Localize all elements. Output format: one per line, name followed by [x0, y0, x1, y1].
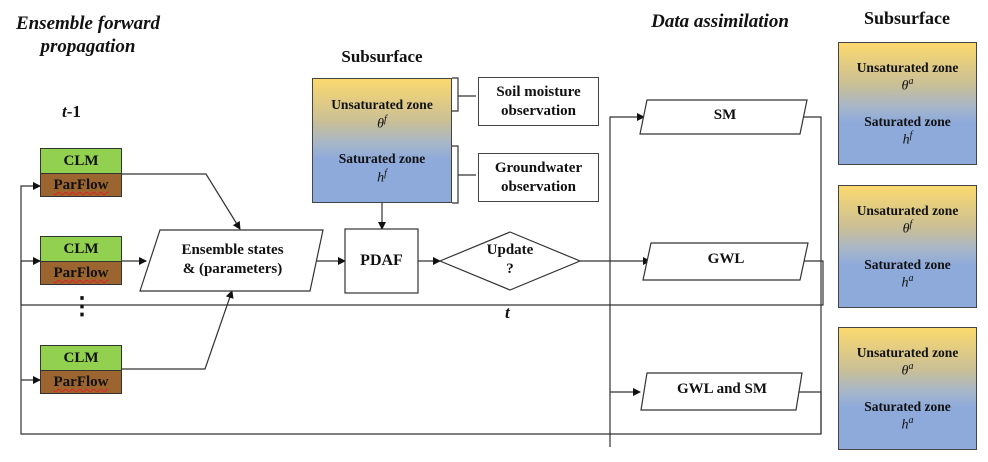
- ensemble-member-1: CLM ParFlow: [40, 148, 122, 197]
- saturated-zone-label: Saturated zone: [338, 151, 426, 166]
- observation-line1: Groundwater: [494, 160, 583, 176]
- ensemble-states-line2: & (parameters): [182, 261, 283, 277]
- time-label-current: t: [505, 303, 510, 322]
- gwl-shape: [642, 242, 809, 281]
- soil-moisture-observation-box: Soil moisture observation: [478, 77, 599, 126]
- saturated-zone-symbol: hf: [377, 168, 387, 186]
- clm-model: CLM: [41, 346, 121, 371]
- line-sm-output: [800, 116, 822, 434]
- line-gwl-output: [20, 257, 824, 306]
- line-gwl-sm-output: [20, 182, 822, 435]
- decision-line1: Update: [486, 242, 534, 258]
- heading-data-assimilation: Data assimilation: [651, 11, 789, 32]
- clm-model: CLM: [41, 149, 121, 174]
- time-label-previous: t-1: [62, 102, 81, 121]
- unsaturated-zone-label: Unsaturated zone: [331, 97, 433, 112]
- parflow-model: ParFlow: [41, 174, 121, 196]
- arrow-member3-to-states: [122, 290, 234, 370]
- heading-ensemble-forward-propagation: Ensemble forward propagation: [15, 13, 161, 57]
- clm-model: CLM: [41, 237, 121, 262]
- decision-shape: [438, 231, 582, 291]
- groundwater-observation-box: Groundwater observation: [478, 153, 599, 202]
- ellipsis-more-members: ⋮: [70, 294, 94, 320]
- unsaturated-zone-label: Unsaturated zone: [856, 203, 959, 218]
- brace-saturated: [452, 145, 476, 204]
- update-option-gwl-and-sm: GWL and SM: [676, 381, 768, 397]
- saturated-zone-symbol: ha: [901, 273, 914, 291]
- unsaturated-zone-symbol: θf: [377, 114, 387, 132]
- analysis-subsurface-2: Unsaturated zone θf Saturated zone ha: [838, 185, 977, 308]
- saturated-zone-label: Saturated zone: [864, 257, 951, 272]
- forecast-subsurface-column: Unsaturated zone θf Saturated zone hf: [312, 78, 452, 203]
- saturated-zone-label: Saturated zone: [864, 114, 951, 129]
- saturated-zone-label: Saturated zone: [864, 399, 951, 414]
- saturated-zone-symbol: hf: [902, 130, 913, 148]
- unsaturated-zone-symbol: θa: [901, 361, 914, 379]
- ensemble-states-label: Ensemble states & (parameters): [150, 241, 315, 279]
- parflow-model: ParFlow: [41, 262, 121, 284]
- unsaturated-zone-label: Unsaturated zone: [856, 345, 959, 360]
- heading-subsurface-forecast: Subsurface: [341, 47, 423, 66]
- parflow-model: ParFlow: [41, 371, 121, 393]
- decision-line2: ?: [506, 261, 514, 277]
- observation-line1: Soil moisture: [496, 84, 581, 100]
- observation-line2: observation: [501, 103, 576, 119]
- observation-line2: observation: [501, 179, 576, 195]
- unsaturated-zone-symbol: θf: [902, 219, 913, 237]
- unsaturated-zone-label: Unsaturated zone: [856, 60, 959, 75]
- ensemble-member-2: CLM ParFlow: [40, 236, 122, 285]
- analysis-subsurface-1: Unsaturated zone θa Saturated zone hf: [838, 42, 977, 165]
- unsaturated-zone-symbol: θa: [901, 76, 914, 94]
- pdaf-shape: [344, 228, 419, 294]
- update-option-gwl: GWL: [707, 251, 745, 267]
- arrow-to-sm: [609, 113, 645, 447]
- update-option-sm: SM: [713, 107, 737, 123]
- ensemble-member-3: CLM ParFlow: [40, 345, 122, 394]
- pdaf-label: PDAF: [360, 252, 403, 269]
- saturated-zone-symbol: ha: [901, 415, 914, 433]
- decision-label: Update ?: [460, 241, 560, 279]
- arrow-member1-to-states: [122, 173, 241, 230]
- analysis-subsurface-3: Unsaturated zone θa Saturated zone ha: [838, 327, 977, 450]
- sm-shape: [639, 99, 808, 135]
- heading-subsurface-analysis: Subsurface: [863, 8, 950, 28]
- ensemble-states-line1: Ensemble states: [181, 242, 284, 258]
- ensemble-states-shape: [139, 229, 324, 292]
- gwl-sm-shape: [640, 372, 803, 411]
- brace-unsaturated: [452, 77, 476, 112]
